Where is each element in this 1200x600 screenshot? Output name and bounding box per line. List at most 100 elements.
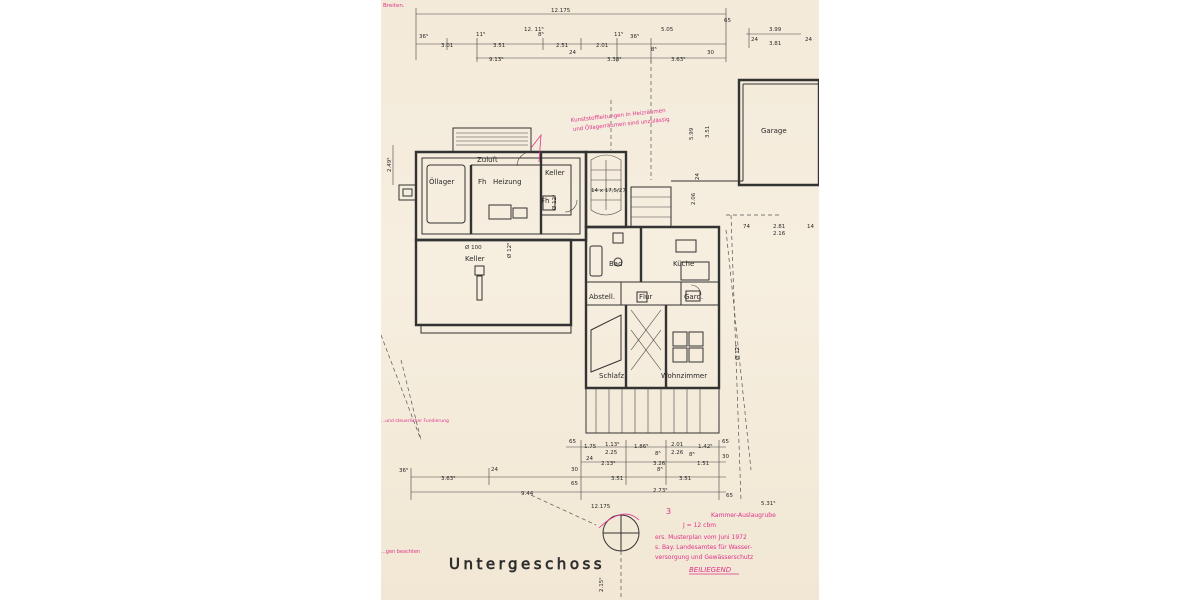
dim-599: 5.99: [689, 127, 695, 140]
room-keller-main: Keller: [465, 255, 485, 263]
room-kueche: Küche: [673, 260, 694, 268]
dim-30: 30: [707, 50, 714, 56]
drawing-title: Untergeschoss: [449, 555, 605, 573]
dim-24r2: 24: [805, 37, 812, 43]
room-heizung: Heizung: [493, 178, 522, 186]
stair-spec: 14 x 17,5/27: [591, 188, 626, 194]
room-wohnzimmer: Wohnzimmer: [661, 372, 707, 380]
dim-206: 2.06: [691, 192, 697, 205]
dim-b-85a: 8⁵: [655, 450, 661, 457]
door-swings: [516, 151, 702, 296]
bottom-dimension-lines: [410, 440, 726, 500]
building-walls: [398, 78, 819, 434]
dim-b-30a: 30: [571, 467, 578, 473]
dim-b-12175: 12.175: [591, 504, 611, 510]
stamp-line-5: versorgung und Gewässerschutz: [655, 554, 753, 561]
dim-b-151: 1.51: [697, 461, 709, 467]
dim-505: 5.05: [661, 27, 674, 33]
dim-14: 14: [807, 224, 814, 230]
dim-85b: 8⁵: [651, 46, 657, 53]
dim-125a: Ø 12⁵: [551, 195, 558, 210]
room-abstell: Abstell.: [589, 293, 615, 301]
stamp-line-4: s. Bay. Landesamtes für Wasser-: [655, 544, 752, 551]
room-garage: Garage: [761, 127, 787, 135]
dim-b-225: 2.25: [605, 450, 618, 456]
dim-100: Ø 100: [465, 244, 482, 251]
dim-115a: 11⁵: [476, 31, 485, 38]
stamp-line-2: J = 12 cbm: [682, 522, 716, 529]
room-gard: Gard.: [684, 293, 703, 301]
dim-381: 3.81: [769, 41, 781, 47]
dashed-outlines: [381, 60, 781, 501]
note-left-bottom: ...gen beachten: [381, 549, 420, 555]
room-fh1: Fh: [478, 178, 486, 186]
dim-b-944: 9.44: [521, 491, 534, 497]
dim-b-65: 65: [569, 439, 576, 445]
floor-plan-drawing: 12.175 12. 11⁵ 36⁵ 3.01 11⁵ 3.51 8⁵ 2.51…: [381, 3, 819, 600]
dim-b-3635: 3.63⁵: [441, 475, 455, 482]
approval-stamp: Kammer-Auslaugrube J = 12 cbm ers. Muste…: [655, 507, 776, 575]
dim-b-65c: 65: [726, 493, 733, 499]
dim-b-5315: 5.31⁵: [761, 500, 775, 507]
dim-201: 2.01: [596, 43, 608, 49]
dim-24r: 24: [751, 37, 758, 43]
dim-74: 74: [743, 224, 750, 230]
dim-top-total: 12.175: [551, 8, 571, 14]
dim-b-85b: 8⁵: [689, 451, 695, 458]
dim-65: 65: [724, 18, 731, 24]
dim-b-1505: 2.15⁰: [598, 577, 605, 592]
dim-b-24: 24: [586, 456, 593, 462]
room-zuluft: Zuluft: [477, 156, 498, 164]
pink-mark-door: [530, 133, 542, 163]
dim-b-65d: 65: [722, 439, 729, 445]
dim-125b: Ø 12⁵: [506, 243, 513, 258]
dim-b-175: 1.75: [584, 444, 597, 450]
dim-3385: 3.38⁵: [607, 56, 621, 63]
dim-b-326: 3.26: [653, 461, 666, 467]
dim-301: 3.01: [441, 43, 453, 49]
dim-b-226: 2.26: [671, 450, 684, 456]
dim-399: 3.99: [769, 27, 782, 33]
septic-tank-symbol: [530, 494, 640, 600]
dim-351: 3.51: [493, 43, 505, 49]
room-bad: Bad: [609, 260, 623, 268]
dim-281: 2.81: [773, 224, 785, 230]
dim-b-1425: 1.42⁵: [698, 443, 712, 450]
top-dimension-lines: [415, 8, 801, 62]
dim-125c: Ø 12⁵: [734, 345, 741, 360]
dim-b-351a: 3.51: [611, 476, 623, 482]
dim-365b: 36⁵: [630, 33, 639, 40]
dim-b-365: 36⁵: [399, 467, 408, 474]
dim-3635: 3.63⁵: [671, 56, 685, 63]
dim-351v: 3.51: [705, 126, 711, 138]
dim-b-85c: 8⁵: [657, 466, 663, 473]
dim-251: 2.51: [556, 43, 568, 49]
stamp-line-3: ers. Musterplan vom Juni 1972: [655, 534, 747, 541]
dim-b-201: 2.01: [671, 442, 683, 448]
dim-b-65b: 65: [571, 481, 578, 487]
room-oellager: Öllager: [429, 177, 454, 186]
note-left-mid: ...und steuerlicher Fundierung: [381, 418, 449, 424]
note-top-left: Breiten.: [383, 3, 405, 9]
stamp-line-1: Kammer-Auslaugrube: [711, 512, 776, 519]
room-flur: Flur: [639, 293, 652, 301]
room-keller-top: Keller: [545, 169, 565, 177]
dim-b-1865: 1.86⁵: [634, 443, 648, 450]
dim-216: 2.16: [773, 231, 786, 237]
stamp-beiliegend: BEILIEGEND: [689, 566, 732, 574]
room-fh2: Fh: [541, 197, 549, 205]
dim-24v: 24: [695, 173, 701, 180]
dim-b-24b: 24: [491, 467, 498, 473]
dim-b-351b: 3.51: [679, 476, 691, 482]
dim-b-2735: 2.73⁵: [653, 487, 667, 494]
dim-b-2135: 2.13⁵: [601, 460, 615, 467]
room-schlafz: Schlafz.: [599, 372, 626, 380]
plan-sheet: 12.175 12. 11⁵ 36⁵ 3.01 11⁵ 3.51 8⁵ 2.51…: [381, 0, 819, 600]
dim-left-vert: 2.49⁵: [386, 158, 393, 172]
dim-b-1135: 1.13⁵: [605, 441, 619, 448]
dim-9135: 9.13⁵: [489, 56, 503, 63]
dim-24a: 24: [569, 50, 576, 56]
dim-365: 36⁵: [419, 33, 428, 40]
stamp-three: 3: [666, 507, 671, 516]
dim-85: 8⁵: [538, 31, 544, 38]
